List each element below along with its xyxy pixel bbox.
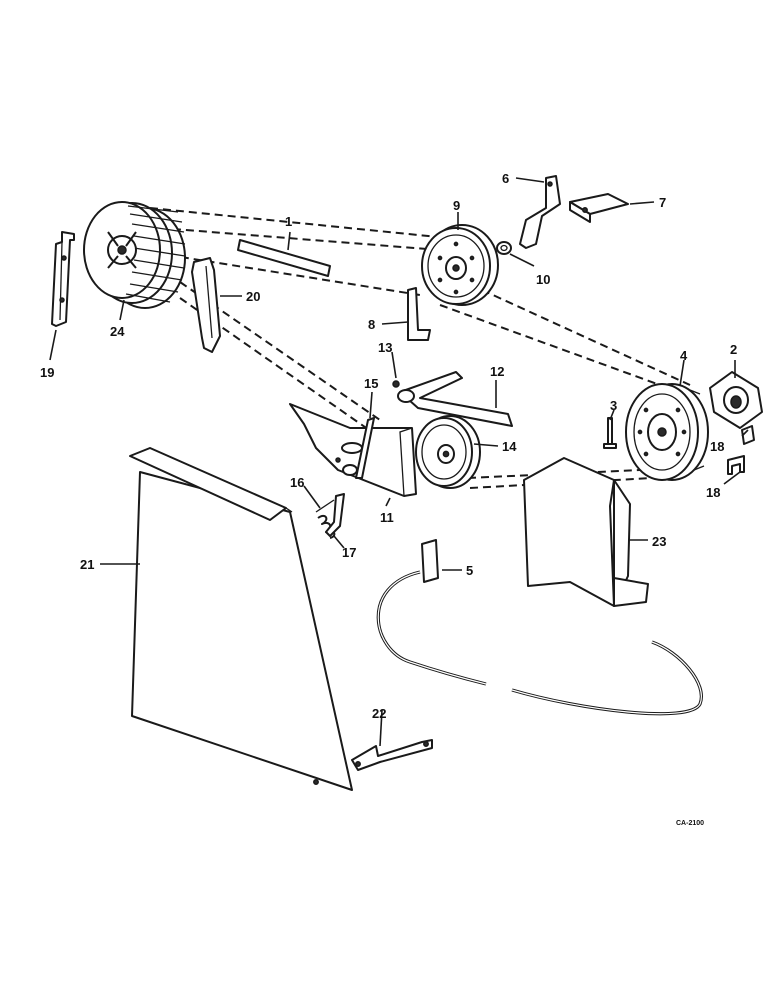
callout-24: 24 xyxy=(110,324,125,339)
part-24-drive-pulley xyxy=(83,201,186,309)
part-23-shield-cover xyxy=(523,457,649,607)
leader-lines xyxy=(49,177,749,747)
callout-21: 21 xyxy=(80,557,94,572)
callout-19: 19 xyxy=(40,365,54,380)
part-3-bolt xyxy=(603,417,617,449)
callout-8: 8 xyxy=(368,317,375,332)
part-20-guide xyxy=(191,257,221,353)
part-15-rod xyxy=(355,417,375,479)
part-14-idler-pulley xyxy=(415,415,481,489)
part-13-nut xyxy=(392,380,400,388)
callout-15: 15 xyxy=(364,376,378,391)
part-1-guide-bar xyxy=(237,239,331,277)
part-10-washer xyxy=(496,241,512,255)
part-6-support-arm xyxy=(519,175,561,249)
callout-17: 17 xyxy=(342,545,356,560)
callout-13: 13 xyxy=(378,340,392,355)
part-5-cable xyxy=(376,539,703,716)
callout-4: 4 xyxy=(680,348,688,363)
part-12-idler-arm xyxy=(397,371,513,427)
callout-12: 12 xyxy=(490,364,504,379)
part-18-clip-lower xyxy=(727,455,745,475)
callout-10: 10 xyxy=(536,272,550,287)
callout-18-lower: 18 xyxy=(706,485,720,500)
part-21-side-panel xyxy=(129,447,353,791)
callout-20: 20 xyxy=(246,289,260,304)
callout-22: 22 xyxy=(372,706,386,721)
callout-1: 1 xyxy=(285,214,292,229)
part-17-anchor xyxy=(325,493,345,537)
callout-labels: 1 2 3 4 5 6 7 8 9 10 11 12 13 14 15 16 1… xyxy=(40,171,737,721)
part-2-flange-bearing xyxy=(709,371,763,429)
drawing-code: CA-2100 xyxy=(676,820,704,827)
part-4-large-pulley xyxy=(625,383,709,481)
part-9-idler-pulley xyxy=(421,224,499,306)
callout-7: 7 xyxy=(659,195,666,210)
callout-14: 14 xyxy=(502,439,517,454)
part-22-brace xyxy=(351,739,433,771)
callout-3: 3 xyxy=(610,398,617,413)
callout-16: 16 xyxy=(290,475,304,490)
callout-6: 6 xyxy=(502,171,509,186)
callout-5: 5 xyxy=(466,563,473,578)
part-8-bracket xyxy=(407,287,431,341)
callout-23: 23 xyxy=(652,534,666,549)
part-18-clip-upper xyxy=(741,425,755,445)
callout-2: 2 xyxy=(730,342,737,357)
callout-18-upper: 18 xyxy=(710,439,724,454)
part-19-bracket xyxy=(51,231,75,327)
callout-11: 11 xyxy=(380,510,394,525)
part-7-angle-bracket xyxy=(569,193,629,223)
callout-9: 9 xyxy=(453,198,460,213)
